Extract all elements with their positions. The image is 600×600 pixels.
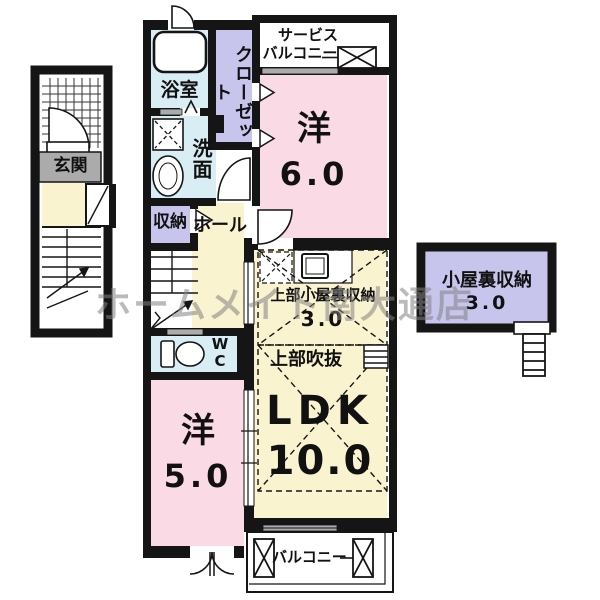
bathtub-icon [152, 30, 208, 74]
wall-right [389, 15, 397, 532]
opening-storage-door [190, 209, 198, 233]
balcony-structure [189, 531, 394, 593]
western-room-6-name: 洋 [297, 109, 331, 149]
opening-room6-door [252, 206, 260, 244]
sink-inner [158, 162, 178, 190]
wall-storage-bottom [143, 243, 198, 251]
western-room-6-area: 6.0 [279, 155, 349, 193]
wall-top-left [143, 20, 260, 30]
wc-label-c: C [214, 352, 226, 370]
slider-ticks [241, 430, 257, 464]
upper-void-x [257, 344, 388, 492]
balcony-outline [246, 531, 394, 593]
entrance-structure [30, 65, 116, 338]
opening-closet-door1 [252, 83, 260, 101]
washroom-label: 洗面 [189, 138, 213, 180]
storage-floor [148, 206, 192, 243]
upper-zones [257, 249, 388, 492]
opening-bath-door [180, 108, 200, 116]
service-balcony-label-1: サービス [277, 26, 338, 44]
upper-attic-x [257, 249, 388, 346]
western-room-5-name: 洋 [181, 411, 215, 451]
ldk-name: LDK [266, 388, 374, 434]
upper-void-zone [257, 344, 388, 492]
kitchen-sink-inner [305, 257, 325, 275]
appliance-space-icon [259, 251, 293, 284]
attic-storage-area: 3.0 [465, 292, 509, 314]
upper-attic-zone [257, 249, 388, 346]
balcony-window-left [253, 538, 275, 578]
wall-washroom-bottom [143, 198, 216, 206]
wall-wc-bottom [143, 372, 254, 380]
toilet-tank-icon [160, 340, 175, 368]
balcony-window-right [352, 538, 374, 578]
wc-label-w: W [211, 335, 229, 353]
wall-washroom-stub [216, 115, 224, 133]
wall-closet-bottom [208, 142, 252, 150]
ldk-area: 10.0 [266, 438, 374, 484]
entrance-doorway-band [38, 151, 102, 183]
attic-storage-outline [416, 242, 557, 333]
wall-hall-kitchen-top [244, 250, 254, 262]
door-bath-gray [159, 108, 183, 116]
western-room-5-area: 5.0 [163, 457, 233, 495]
western-room-5-floor [151, 380, 244, 546]
wall-bath-closet [208, 28, 216, 150]
bathroom-label: 浴室 [160, 79, 199, 101]
fixtures [152, 30, 353, 368]
door-arc-top [171, 5, 195, 29]
entrance-label: 玄関 [53, 156, 88, 176]
ladder-lines [364, 350, 388, 364]
room5-double-doors [189, 551, 235, 576]
attic-storage-floor [426, 251, 548, 324]
closet-label: クローゼット [211, 44, 253, 140]
balcony-label: バルコニー [272, 548, 347, 566]
main-stairs-arrow [182, 300, 194, 311]
door-arc-washroom [217, 157, 251, 201]
hall-label: ホール [193, 215, 247, 236]
entrance-inner-floor [42, 182, 86, 226]
folding-doors [195, 82, 276, 232]
storage-fold-door [195, 208, 214, 232]
slider-room5-ldk [243, 389, 255, 507]
upper-attic-label: 上部小屋裏収納 [270, 286, 376, 304]
attic-ladder-icon [363, 344, 389, 369]
closet-fold-door-2 [259, 128, 276, 149]
wall-left [143, 20, 151, 558]
door-wc-gray [166, 328, 204, 336]
attic-storage-structure [416, 242, 557, 377]
main-stairs [149, 251, 198, 331]
wall-service-balcony-top [252, 15, 397, 23]
stairs-arrow-head [78, 267, 90, 278]
upper-void-label: 上部吹抜 [270, 349, 342, 370]
entrance-stairs [42, 229, 101, 309]
room-floors [42, 23, 548, 592]
slider-hall-ldk [243, 261, 255, 325]
ldk-floor [254, 250, 387, 518]
entrance-closet-diagonal [87, 185, 109, 225]
watermark-text: ホームメイト南大通店 [95, 285, 474, 326]
attic-storage-label: 小屋裏収納 [442, 270, 532, 291]
door-arc-room6 [257, 209, 293, 245]
service-balcony-window [322, 46, 377, 69]
service-balcony-label-2: バルコニー [262, 44, 338, 62]
washer-pan-icon [152, 118, 184, 151]
storage-label: 収納 [153, 212, 187, 232]
attic-ladder [522, 333, 546, 377]
sliding-doors [241, 261, 257, 507]
attic-ladder-top [513, 321, 551, 335]
upper-attic-area: 3.0 [300, 307, 346, 331]
opening-closet-door2 [252, 129, 260, 147]
washer-pan-x [154, 120, 182, 149]
door-arcs [171, 5, 293, 245]
closet-fold-door-1 [259, 82, 276, 103]
balcony-inner-line [249, 532, 386, 585]
entrance-bumpout-wall [108, 184, 116, 228]
toilet-bowl-icon [175, 341, 205, 367]
door-fold-bath [184, 99, 198, 114]
window-service-balcony [261, 67, 339, 75]
